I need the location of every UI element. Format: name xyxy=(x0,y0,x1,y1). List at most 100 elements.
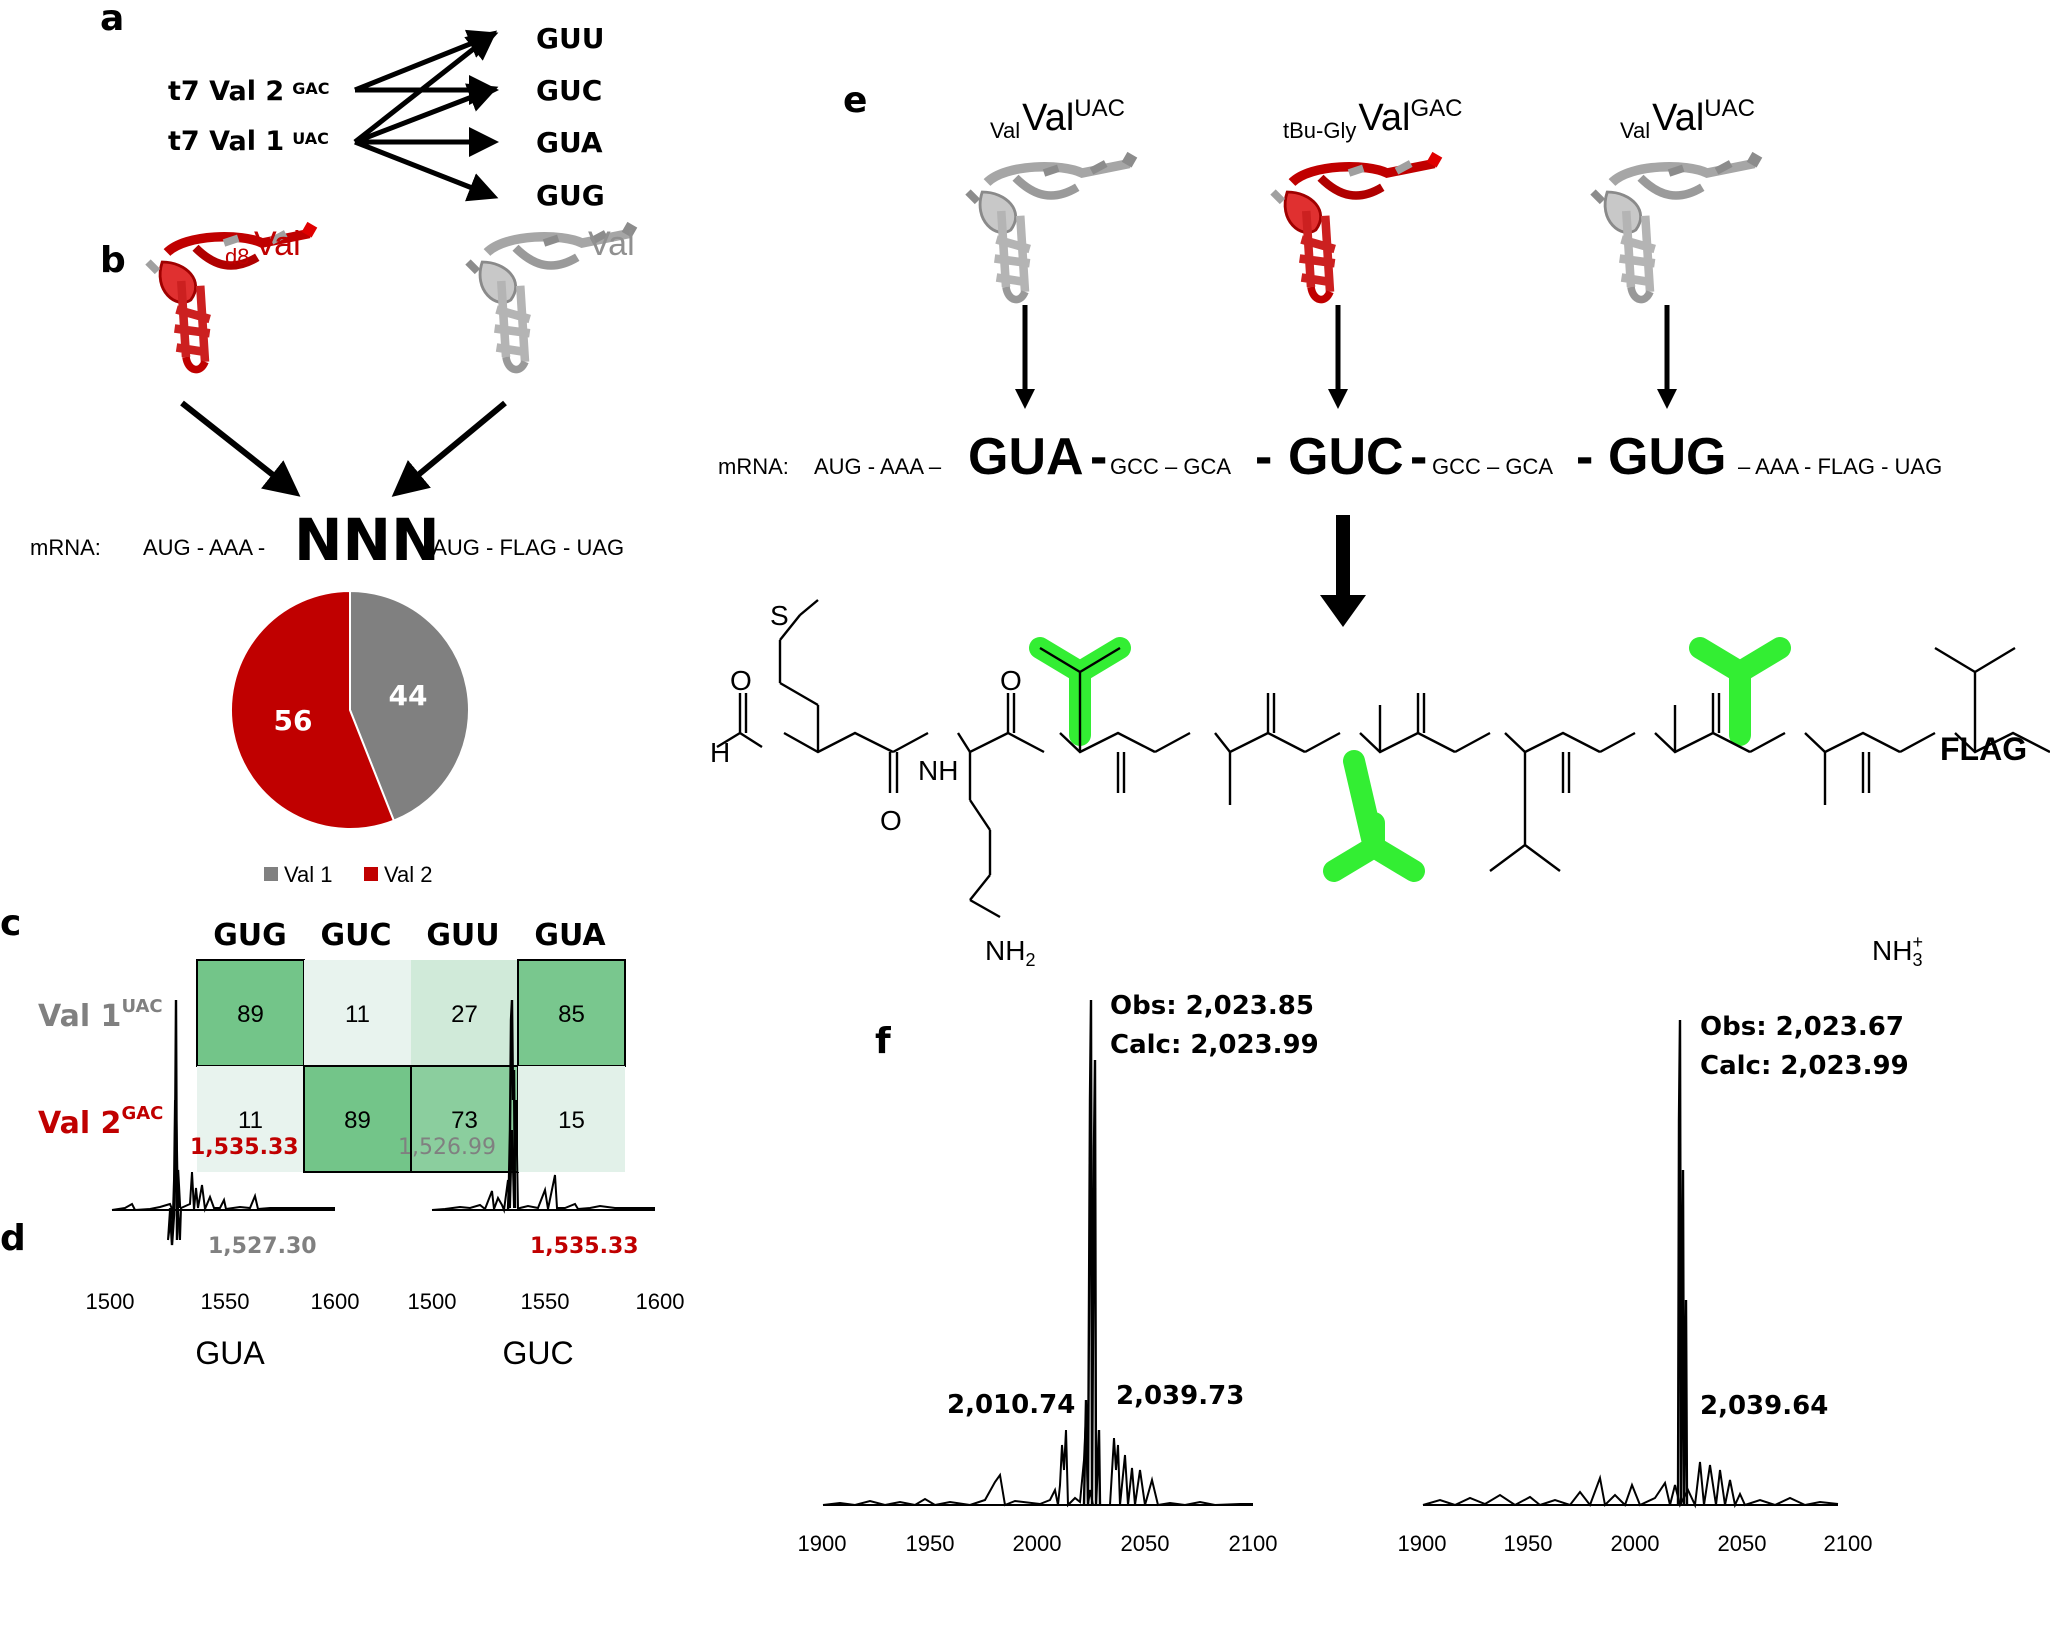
trna-e2-label: tBu-GlyValGAC xyxy=(1283,95,1462,143)
heatmap-cell xyxy=(410,1065,519,1173)
heatmap-value: 15 xyxy=(558,1107,585,1134)
pie-slice-val-2 xyxy=(229,589,396,830)
spectrum-f2 xyxy=(1422,1461,1839,1509)
spectrum-gua-main-peak xyxy=(168,999,182,1246)
heatmap-row-val2: Val 2GAC xyxy=(38,1103,163,1141)
panel-label-f: f xyxy=(875,1021,891,1062)
heatmap-col-gua: GUA xyxy=(534,918,606,953)
panel-label-c: c xyxy=(0,903,21,944)
panel-e: ValValUAC tBu-GlyValGAC ValValUAC mRNA: … xyxy=(710,95,2050,970)
tick-gua-1500: 1500 xyxy=(86,1289,135,1314)
legend-swatch-val1 xyxy=(264,867,278,881)
mrna-codon-nnn: NNN xyxy=(294,506,440,574)
panel-d: 1,527.30 1,535.33 1500 1550 1600 GUA 1,5… xyxy=(86,999,685,1371)
heatmap-col-guc: GUC xyxy=(320,918,391,953)
trna-to-mrna-arrows xyxy=(180,400,507,497)
tick-gua-1550: 1550 xyxy=(201,1289,250,1314)
spectrum-guc-main-peak xyxy=(506,999,517,1211)
atom-nh2: NH2 xyxy=(985,935,1035,970)
tick-f1-1900: 1900 xyxy=(798,1531,847,1556)
val-label-red: Val xyxy=(254,225,301,263)
codon-gua: GUA xyxy=(536,126,603,159)
heatmap-cell xyxy=(197,1066,304,1172)
tick-f1-2000: 2000 xyxy=(1013,1531,1062,1556)
obs-label-f2: Obs: 2,023.67 xyxy=(1700,1012,1904,1042)
trna-structure-e2 xyxy=(1273,152,1442,300)
tick-guc-1500: 1500 xyxy=(408,1289,457,1314)
panel-label-b: b xyxy=(100,240,126,281)
spectrum-f1-main-peak xyxy=(1082,999,1102,1506)
pie-slice-val-1 xyxy=(349,589,470,822)
heatmap-row-val1: Val 1UAC xyxy=(38,996,163,1034)
codon-gug: GUG xyxy=(536,179,605,212)
heatmap-col-guu: GUU xyxy=(426,918,499,953)
atom-s: S xyxy=(770,600,789,631)
tick-f2-2100: 2100 xyxy=(1824,1531,1873,1556)
tick-f2-1950: 1950 xyxy=(1504,1531,1553,1556)
heatmap-value: 27 xyxy=(451,1001,478,1028)
trna-down-arrows xyxy=(1015,305,1677,410)
pie-slice-label-val2: 56 xyxy=(274,704,313,737)
heatmap-cell xyxy=(518,1066,625,1172)
heatmap-value: 11 xyxy=(345,1001,370,1028)
codon-guc: GUC xyxy=(536,74,602,107)
heatmap-cell xyxy=(517,959,626,1067)
tick-f2-1900: 1900 xyxy=(1398,1531,1447,1556)
mrna-left-b: AUG - AAA - xyxy=(143,535,265,560)
atom-nh-1: NH xyxy=(918,755,958,786)
spectrum-guc xyxy=(431,1099,655,1214)
panel-label-e: e xyxy=(843,80,867,121)
peak-label-gua-2: 1,535.33 xyxy=(190,1135,299,1160)
d8-label: d8 xyxy=(225,244,249,269)
spectrum-name-guc: GUC xyxy=(502,1335,573,1371)
pie-slice-label-val1: 44 xyxy=(389,679,428,712)
heatmap-cell xyxy=(303,1065,412,1173)
trna-e1-label: ValValUAC xyxy=(990,95,1125,143)
heatmap-value: 85 xyxy=(558,1001,585,1028)
legend-label-val2: Val 2 xyxy=(384,862,433,887)
mrna-prefix-b: mRNA: xyxy=(30,535,101,560)
heatmap-value: 73 xyxy=(451,1107,478,1134)
tick-guc-1600: 1600 xyxy=(636,1289,685,1314)
codon-guu: GUU xyxy=(536,22,604,55)
atom-o-formyl: O xyxy=(730,665,752,696)
atom-nh3: NH3+ xyxy=(1872,932,1923,970)
heatmap-value: 89 xyxy=(344,1107,371,1134)
tick-gua-1600: 1600 xyxy=(311,1289,360,1314)
peak-label-f1-left: 2,010.74 xyxy=(947,1390,1075,1420)
panel-label-d: d xyxy=(0,1218,26,1259)
peak-label-gua-1: 1,527.30 xyxy=(208,1234,317,1259)
tick-f2-2000: 2000 xyxy=(1611,1531,1660,1556)
valine-highlight xyxy=(1029,637,1791,882)
tick-f1-2050: 2050 xyxy=(1121,1531,1170,1556)
spectrum-name-gua: GUA xyxy=(195,1335,265,1371)
panel-label-a: a xyxy=(100,0,124,39)
peptide-structure xyxy=(716,599,2050,919)
peak-label-guc-2: 1,526.99 xyxy=(398,1135,496,1160)
legend-label-val1: Val 1 xyxy=(284,862,333,887)
calc-label-f1: Calc: 2,023.99 xyxy=(1110,1030,1319,1060)
heatmap-cell xyxy=(196,959,305,1067)
codon-arrows xyxy=(353,29,500,202)
tick-f1-2100: 2100 xyxy=(1229,1531,1278,1556)
peak-label-guc-1: 1,535.33 xyxy=(530,1234,639,1259)
trna-structure-e3 xyxy=(1593,152,1762,300)
mrna-right-b: - AUG - FLAG - UAG xyxy=(420,535,624,560)
peak-label-f1-right: 2,039.73 xyxy=(1116,1381,1244,1411)
mrna-e: mRNA: AUG - AAA – GUA - GCC – GCA - GUC … xyxy=(718,428,1942,486)
panel-b: d8 Val Val mRNA: AUG - AAA - NNN - AUG -… xyxy=(30,222,637,887)
tick-f1-1950: 1950 xyxy=(906,1531,955,1556)
heatmap-cell xyxy=(411,960,518,1066)
atom-o-1: O xyxy=(880,805,902,836)
val-label-grey: Val xyxy=(588,225,635,263)
trna-structure-e1 xyxy=(968,152,1137,300)
spectrum-gua xyxy=(111,1089,335,1244)
obs-label-f1: Obs: 2,023.85 xyxy=(1110,991,1314,1021)
heatmap-value: 89 xyxy=(237,1001,264,1028)
calc-label-f2: Calc: 2,023.99 xyxy=(1700,1051,1909,1081)
panel-f: Obs: 2,023.85 Calc: 2,023.99 2,010.74 2,… xyxy=(798,991,1909,1556)
